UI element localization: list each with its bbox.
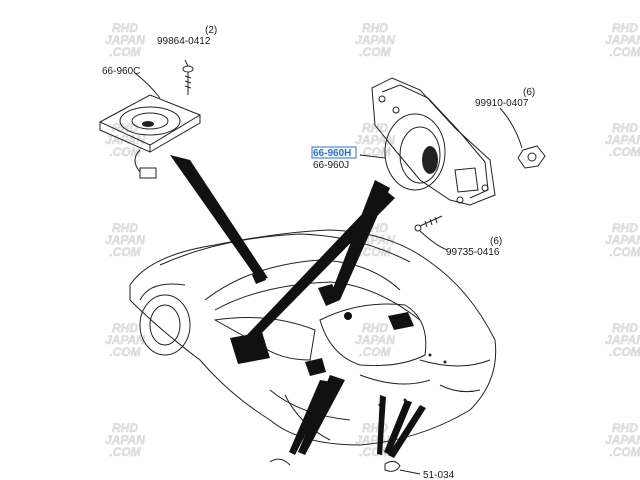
screw-side-number[interactable]: 99735-0416	[446, 247, 500, 258]
watermark-text: RHD	[612, 421, 638, 435]
watermark-text: .COM	[359, 345, 391, 359]
tweeter-number[interactable]: 66-960C	[102, 66, 140, 77]
leader-lines	[134, 59, 386, 159]
watermark-text: .COM	[359, 445, 391, 459]
leader-wedges	[170, 155, 426, 458]
speaker-high-alt-number[interactable]: 66-960J	[313, 160, 349, 171]
watermark-text: .COM	[109, 145, 141, 159]
front-door-speaker-marker	[230, 332, 270, 364]
mount-point-marker	[344, 312, 352, 320]
watermark-text: RHD	[112, 321, 138, 335]
watermark-text: RHD	[362, 121, 388, 135]
watermark-text: .COM	[609, 45, 640, 59]
watermark-text: RHD	[362, 321, 388, 335]
watermark-text: .COM	[109, 445, 141, 459]
watermark-text: RHD	[112, 21, 138, 35]
screw-top-number[interactable]: 99864-0412	[157, 36, 211, 47]
watermark-text: JAPAN	[355, 333, 395, 347]
screw-top-part[interactable]	[182, 65, 194, 95]
watermark-text: RHD	[612, 121, 638, 135]
watermark-text: .COM	[609, 145, 640, 159]
screw-side-part[interactable]	[414, 215, 448, 251]
bottom-part[interactable]	[269, 458, 421, 475]
highlight-box	[311, 146, 357, 159]
watermark-text: RHD	[112, 421, 138, 435]
watermark-text: JAPAN	[355, 33, 395, 47]
watermark-text: JAPAN	[605, 133, 640, 147]
watermark-text: RHD	[112, 221, 138, 235]
watermark-text: .COM	[109, 345, 141, 359]
watermark-text: RHD	[362, 21, 388, 35]
watermark-text: .COM	[359, 45, 391, 59]
watermark-text: JAPAN	[605, 433, 640, 447]
screw-side-qty: (6)	[490, 236, 502, 247]
watermark-text: JAPAN	[355, 433, 395, 447]
part-labels: (2) 99864-0412 66-960C 66-960H 66-960J (…	[102, 25, 535, 480]
watermark-text: .COM	[109, 245, 141, 259]
watermark-text: RHD	[612, 221, 638, 235]
watermark-text: JAPAN	[605, 233, 640, 247]
rear-speaker-location-marker	[388, 312, 414, 330]
watermark-layer: RHDJAPAN.COMRHDJAPAN.COMRHDJAPAN.COMRHDJ…	[105, 21, 640, 459]
watermark-text: JAPAN	[105, 333, 145, 347]
watermark-text: .COM	[359, 245, 391, 259]
speaker-high-number[interactable]: 66-960H	[313, 148, 351, 159]
watermark-text: .COM	[609, 445, 640, 459]
watermark-text: JAPAN	[105, 433, 145, 447]
screw-top-qty: (2)	[205, 25, 217, 36]
door-speaker-part[interactable]	[371, 77, 496, 206]
watermark-text: RHD	[112, 121, 138, 135]
watermark-text: .COM	[109, 45, 141, 59]
tweeter-part[interactable]	[98, 94, 202, 179]
watermark-text: RHD	[612, 21, 638, 35]
watermark-text: JAPAN	[605, 333, 640, 347]
watermark-text: JAPAN	[105, 233, 145, 247]
watermark-text: .COM	[609, 345, 640, 359]
nut-number[interactable]: 99910-0407	[475, 98, 529, 109]
nut-qty: (6)	[523, 87, 535, 98]
nut-part[interactable]	[499, 107, 546, 169]
watermark-text: RHD	[612, 321, 638, 335]
watermark-text: JAPAN	[605, 33, 640, 47]
bottom-part-number[interactable]: 51-034	[423, 470, 455, 480]
watermark-text: JAPAN	[105, 33, 145, 47]
watermark-text: .COM	[609, 245, 640, 259]
lower-speaker-marker	[305, 358, 326, 376]
